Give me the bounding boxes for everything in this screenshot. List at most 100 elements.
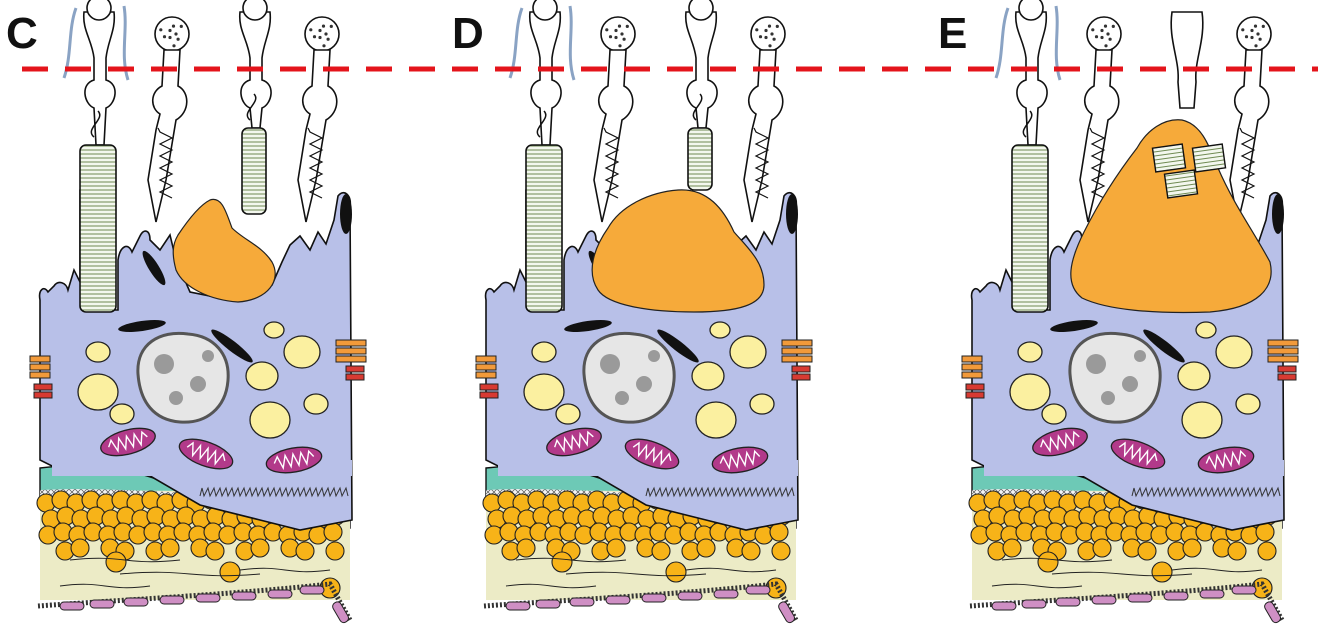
lipid-vesicle [86,342,110,362]
lipid-vesicle [730,336,766,368]
lipoprotein-particle [296,542,314,560]
capillary-endothelial-cell [536,600,560,608]
capillary-endothelial-cell [992,602,1016,610]
panel-e: E [938,0,1298,624]
junction-bar [1278,374,1296,380]
capillary-endothelial-cell [300,586,324,594]
lipid-vesicle [692,362,724,390]
capillary-endothelial-cell [90,600,114,608]
axon-fiber [570,6,574,80]
lipoprotein-particle [697,539,715,557]
capillary-endothelial-cell [1056,598,1080,606]
lipoprotein-particle [106,552,126,572]
nucleus [1070,333,1160,422]
chromatin-dot [773,38,776,41]
heterochromatin [202,350,214,362]
lipid-vesicle [556,404,580,424]
junction-bar [792,366,810,372]
outer-segment-fragment [1192,144,1225,172]
chromatin-dot [1241,28,1244,31]
chromatin-dot [764,36,767,39]
axon-fiber [996,8,1008,78]
panel-d: D [452,0,812,624]
lipoprotein-particle [552,552,572,572]
chromatin-dot [1106,32,1109,35]
chromatin-dot [1100,29,1103,32]
chromatin-dot [1254,25,1257,28]
chromatin-dot [755,28,758,31]
chromatin-dot [324,32,327,35]
junction-bar [782,356,812,362]
chromatin-dot [614,29,617,32]
cone-nucleus [1087,17,1121,51]
lipoprotein-particle [607,539,625,557]
rod-inner-segment [84,12,115,145]
chromatin-dot [168,36,171,39]
chromatin-dot [159,28,162,31]
junction-bar [792,374,810,380]
rod-nucleus [533,0,557,20]
capillary-endothelial-cell [60,602,84,610]
heterochromatin [1086,354,1106,374]
lipid-vesicle [304,394,328,414]
junction-bar [346,374,364,380]
lipid-vesicle [78,374,118,410]
lipid-vesicle [246,362,278,390]
rod-nucleus [1019,0,1043,20]
melanosome [340,194,352,234]
lipoprotein-particle [652,542,670,560]
chromatin-dot [172,25,175,28]
capillary-endothelial-cell [196,594,220,602]
junction-bar [1268,340,1298,346]
chromatin-dot [309,28,312,31]
melanosome [1272,194,1284,234]
capillary-endothelial-cell [506,602,530,610]
heterochromatin [648,350,660,362]
junction-bar [346,366,364,372]
chromatin-dot [759,35,762,38]
cone-nucleus [1237,17,1271,51]
chromatin-dot [322,25,325,28]
rod-outer-segment [1012,145,1048,312]
chromatin-dot [327,38,330,41]
rod-inner-segment-truncated [1171,12,1203,108]
chromatin-dot [172,44,175,47]
capillary-endothelial-cell [268,590,292,598]
capillary-endothelial-cell [124,598,148,606]
lipid-vesicle [264,322,284,338]
heterochromatin [169,391,183,405]
junction-bar [782,348,812,354]
rod-outer-segment [80,145,116,312]
lipoprotein-particle [1138,542,1156,560]
chromatin-dot [1095,35,1098,38]
lipid-vesicle [1010,374,1050,410]
chromatin-dot [618,25,621,28]
chromatin-dot [768,44,771,47]
lipoprotein-particle [1258,542,1276,560]
capillary-endothelial-cell [1022,600,1046,608]
junction-bar [966,384,984,390]
chromatin-dot [1104,25,1107,28]
chromatin-dot [1250,36,1253,39]
chromatin-dot [318,36,321,39]
lipid-vesicle [750,394,774,414]
capillary-endothelial-cell [606,596,630,604]
chromatin-dot [605,28,608,31]
junction-bar [34,384,52,390]
junction-bar [336,356,366,362]
lipoprotein-particle [1003,539,1021,557]
chromatin-dot [1256,32,1259,35]
chromatin-dot [626,25,629,28]
lipoprotein-particle [770,523,788,541]
chromatin-dot [318,29,321,32]
junction-bar [476,356,496,362]
capillary-endothelial-cell [714,590,738,598]
rod-nucleus [243,0,267,20]
chromatin-dot [614,36,617,39]
chromatin-dot [776,25,779,28]
heterochromatin [615,391,629,405]
chromatin-dot [1250,29,1253,32]
capillary-endothelial-cell [642,594,666,602]
lipoprotein-particle [1183,539,1201,557]
rod-outer-segment [242,128,266,214]
